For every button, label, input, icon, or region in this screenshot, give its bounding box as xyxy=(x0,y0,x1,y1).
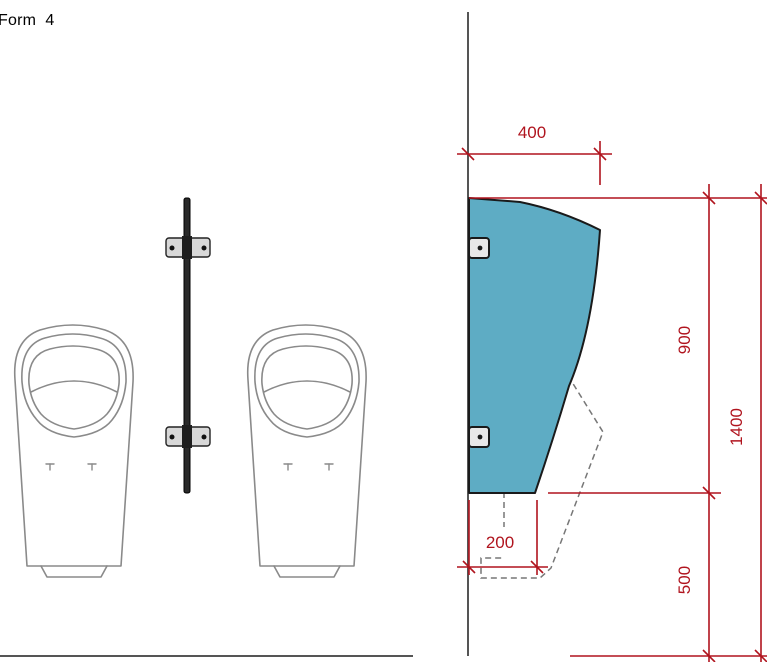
urinal-right-basin xyxy=(261,345,353,430)
dim-label-1400: 1400 xyxy=(727,408,746,446)
urinal-left-foot xyxy=(40,565,108,578)
bracket-bottom-front xyxy=(165,425,211,448)
front-view xyxy=(0,197,413,657)
dim-label-400: 400 xyxy=(518,123,546,142)
dimension-lines xyxy=(457,141,767,662)
bracket-top-side xyxy=(468,237,490,259)
urinal-right-rim xyxy=(254,333,360,438)
urinal-right-outlets xyxy=(283,463,334,471)
urinal-right-foot xyxy=(273,565,341,578)
partition-bar-front xyxy=(165,197,211,494)
urinal-left-outlets xyxy=(45,463,97,471)
urinal-right-body xyxy=(246,324,367,567)
bracket-top-front xyxy=(165,236,211,259)
urinal-right xyxy=(246,324,367,578)
urinal-left-basin xyxy=(28,345,120,430)
dim-label-900: 900 xyxy=(675,326,694,354)
urinal-left-rim xyxy=(21,333,127,438)
urinal-left xyxy=(13,324,134,578)
side-view: 400 200 900 500 1400 xyxy=(457,12,767,662)
dim-label-500: 500 xyxy=(675,566,694,594)
dim-label-200: 200 xyxy=(486,533,514,552)
bracket-bottom-side xyxy=(468,426,490,448)
partition-bar xyxy=(183,197,191,494)
urinal-left-water xyxy=(30,380,118,393)
drawing-title: Form 4 xyxy=(0,12,55,29)
urinal-right-water xyxy=(263,380,351,393)
urinal-left-body xyxy=(13,324,134,567)
partition-side xyxy=(468,197,601,494)
